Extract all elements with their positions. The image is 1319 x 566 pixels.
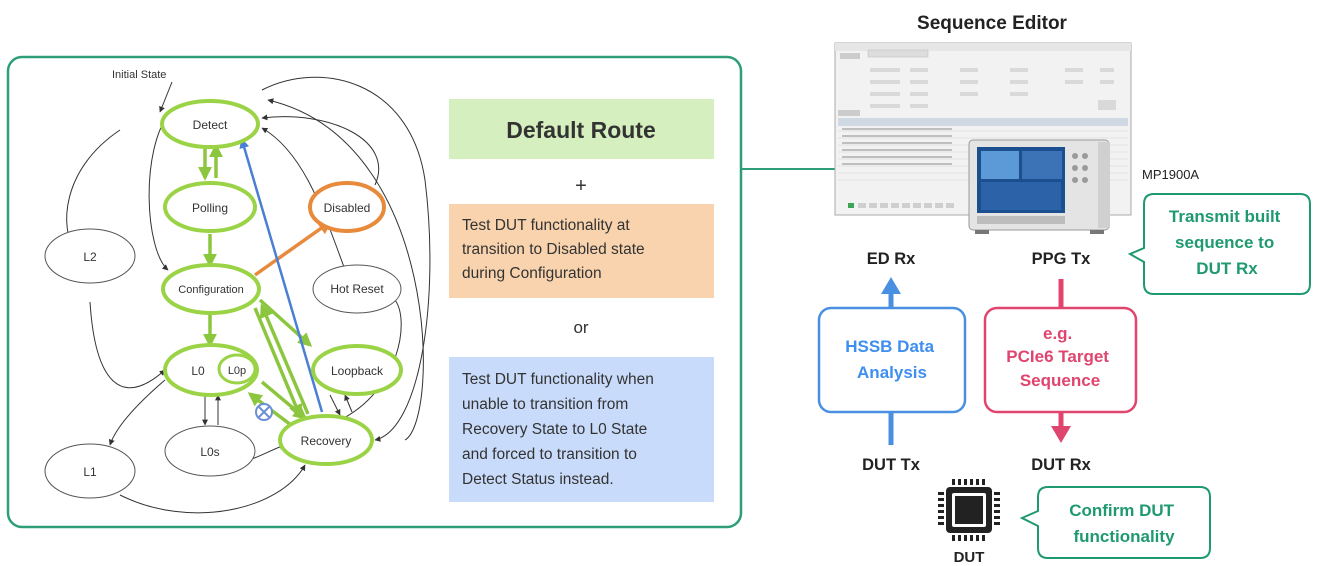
default-route-box — [449, 99, 714, 159]
state-hot-reset-label: Hot Reset — [330, 282, 384, 296]
state-l0p-label: L0p — [228, 365, 246, 377]
state-detect: Detect — [160, 99, 260, 149]
disabled-transition-arrow — [253, 220, 333, 277]
default-route-text: Default Route — [506, 117, 656, 143]
recovery-test-text: Test DUT functionality when unable to tr… — [462, 371, 658, 488]
svg-text:Confirm DUT functionalit: Confirm DUT functionality — [1069, 501, 1179, 546]
dut-tx-label: DUT Tx — [862, 456, 921, 474]
state-polling-label: Polling — [192, 201, 228, 215]
state-loopback-label: Loopback — [331, 364, 384, 378]
ed-rx-label: ED Rx — [867, 250, 916, 268]
recovery-to-detect-arrow — [239, 138, 324, 413]
disabled-test-box — [449, 204, 714, 298]
dut-tx-to-ed-arrowhead — [881, 277, 901, 294]
dut-rx-label: DUT Rx — [1031, 456, 1091, 474]
initial-state-label: Initial State — [112, 69, 166, 81]
svg-text:e.g. PCIe6 Target: e.g. PCIe6 Target Sequence — [1006, 324, 1113, 390]
state-l0s-label: L0s — [200, 445, 219, 459]
state-configuration: Configuration — [161, 263, 261, 315]
transmit-callout: Transmit built sequence to DUT Rx — [1127, 193, 1311, 295]
ppg-tx-label: PPG Tx — [1032, 250, 1092, 268]
disabled-test-text: Test DUT functionality at transition to … — [462, 217, 649, 282]
state-l1-label: L1 — [83, 465, 97, 479]
plus-sign: + — [575, 175, 587, 197]
state-recovery: Recovery — [278, 414, 374, 466]
state-loopback: Loopback — [311, 344, 403, 396]
svg-text:Transmit built sequence: Transmit built sequence to DUT Rx — [1169, 207, 1285, 278]
confirm-callout: Confirm DUT functionality — [1019, 486, 1211, 559]
pcie-sequence-box: e.g. PCIe6 Target Sequence — [983, 306, 1138, 414]
state-l0-label: L0 — [191, 364, 205, 378]
mp1900a-label: MP1900A — [1142, 167, 1199, 182]
default-route-arrows — [198, 143, 313, 430]
state-disabled-label: Disabled — [324, 201, 371, 215]
state-disabled: Disabled — [308, 181, 386, 233]
blocked-icon — [255, 403, 273, 421]
state-hot-reset: Hot Reset — [312, 264, 402, 314]
state-configuration-label: Configuration — [178, 284, 243, 296]
sequence-editor-title: Sequence Editor — [917, 13, 1068, 34]
recovery-test-box — [449, 357, 714, 502]
mp1900a-instrument — [968, 139, 1110, 234]
dut-label: DUT — [954, 549, 985, 566]
ppg-to-dut-rx-arrowhead — [1051, 426, 1071, 443]
state-l1: L1 — [44, 443, 136, 499]
or-text: or — [573, 318, 588, 337]
state-l0: L0 L0p — [163, 343, 259, 397]
state-detect-label: Detect — [193, 118, 228, 132]
state-l2-label: L2 — [83, 250, 97, 264]
sequence-editor-screenshot — [834, 42, 1132, 216]
state-l2: L2 — [44, 228, 136, 284]
hssb-analysis-box: HSSB Data Analysis — [817, 306, 967, 414]
svg-text:HSSB Data Analysis: HSSB Data Analysis — [845, 337, 939, 382]
state-l0s: L0s — [164, 425, 256, 477]
dut-chip-icon — [938, 479, 1000, 541]
state-recovery-label: Recovery — [301, 434, 352, 448]
state-polling: Polling — [163, 181, 257, 233]
